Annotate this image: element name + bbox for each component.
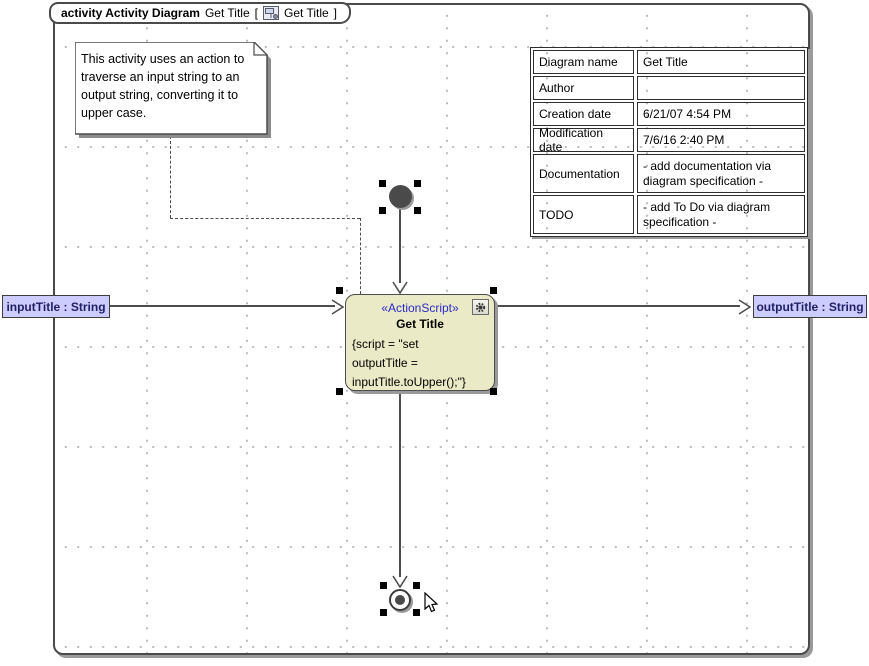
selection-handle[interactable] bbox=[379, 207, 386, 214]
selection-handle[interactable] bbox=[414, 207, 421, 214]
activity-diagram-icon bbox=[262, 6, 279, 20]
arrowhead-right-icon bbox=[331, 299, 344, 315]
selection-handle[interactable] bbox=[414, 180, 421, 187]
diagram-properties-table[interactable]: Diagram name Get Title Author Creation d… bbox=[530, 47, 808, 237]
table-row: Modification date 7/6/16 2:40 PM bbox=[533, 126, 805, 154]
arrowhead-down-icon bbox=[392, 281, 408, 294]
selection-handle[interactable] bbox=[413, 609, 420, 616]
gear-icon bbox=[475, 302, 486, 312]
parameter-label: inputTitle : String bbox=[6, 299, 106, 314]
selection-handle[interactable] bbox=[336, 287, 343, 294]
action-name: Get Title bbox=[396, 317, 444, 331]
diagram-context-label: Get Title bbox=[283, 6, 329, 20]
selection-handle[interactable] bbox=[380, 582, 387, 589]
note-text: This activity uses an action to traverse… bbox=[81, 52, 245, 120]
script-gear-button[interactable] bbox=[472, 299, 489, 315]
table-cell-value: - add To Do via diagram specification - bbox=[637, 195, 805, 234]
note-anchor-line bbox=[170, 136, 171, 218]
arrowhead-down-icon bbox=[392, 575, 408, 588]
table-cell-value: - add documentation via diagram specific… bbox=[637, 154, 805, 193]
selection-handle[interactable] bbox=[380, 609, 387, 616]
table-row: Documentation - add documentation via di… bbox=[533, 154, 805, 193]
diagram-header-tab[interactable]: activity Activity Diagram Get Title [ Ge… bbox=[49, 2, 352, 24]
table-cell-label: TODO bbox=[533, 195, 634, 234]
table-cell-label: Creation date bbox=[533, 102, 634, 126]
control-flow-edge[interactable] bbox=[399, 207, 401, 283]
bracket-close: ] bbox=[333, 6, 338, 20]
table-cell-label: Diagram name bbox=[533, 50, 634, 74]
activity-parameter-input[interactable]: inputTitle : String bbox=[2, 295, 110, 318]
table-cell-value: 6/21/07 4:54 PM bbox=[637, 102, 805, 126]
table-row: Diagram name Get Title bbox=[533, 50, 805, 74]
diagram-name-label: Get Title bbox=[204, 6, 250, 20]
selection-handle[interactable] bbox=[379, 180, 386, 187]
action-node[interactable]: «ActionScript» Get Title {script = "set … bbox=[345, 294, 495, 391]
note-anchor-line bbox=[360, 218, 361, 294]
action-script-text: {script = "set outputTitle = inputTitle.… bbox=[352, 337, 466, 389]
note-shape bbox=[75, 42, 271, 138]
activity-parameter-output[interactable]: outputTitle : String bbox=[753, 295, 867, 318]
object-flow-edge[interactable] bbox=[110, 305, 335, 307]
object-flow-edge[interactable] bbox=[495, 305, 740, 307]
note-fold-icon bbox=[253, 42, 269, 56]
parameter-label: outputTitle : String bbox=[756, 299, 864, 314]
selection-handle[interactable] bbox=[490, 287, 497, 294]
table-cell-value: Get Title bbox=[637, 50, 805, 74]
table-cell-value: 7/6/16 2:40 PM bbox=[637, 128, 805, 152]
table-row: TODO - add To Do via diagram specificati… bbox=[533, 195, 805, 234]
table-cell-label: Documentation bbox=[533, 154, 634, 193]
table-cell-value bbox=[637, 76, 805, 100]
table-row: Creation date 6/21/07 4:54 PM bbox=[533, 102, 805, 126]
comment-note[interactable]: This activity uses an action to traverse… bbox=[75, 42, 271, 138]
arrowhead-right-icon bbox=[738, 299, 751, 315]
action-stereotype: «ActionScript» bbox=[381, 301, 459, 315]
mouse-cursor-icon bbox=[424, 592, 439, 613]
table-row: Author bbox=[533, 76, 805, 100]
selection-handle[interactable] bbox=[490, 388, 497, 395]
table-cell-label: Author bbox=[533, 76, 634, 100]
final-node-inner-dot bbox=[395, 595, 405, 605]
selection-handle[interactable] bbox=[336, 388, 343, 395]
initial-node[interactable] bbox=[389, 185, 412, 208]
table-cell-label: Modification date bbox=[533, 126, 634, 154]
note-anchor-line bbox=[170, 218, 360, 219]
bracket-open: [ bbox=[254, 6, 258, 20]
selection-handle[interactable] bbox=[413, 582, 420, 589]
activity-final-node[interactable] bbox=[389, 589, 411, 611]
diagram-type-label: activity Activity Diagram bbox=[61, 6, 200, 20]
control-flow-edge[interactable] bbox=[399, 391, 401, 577]
